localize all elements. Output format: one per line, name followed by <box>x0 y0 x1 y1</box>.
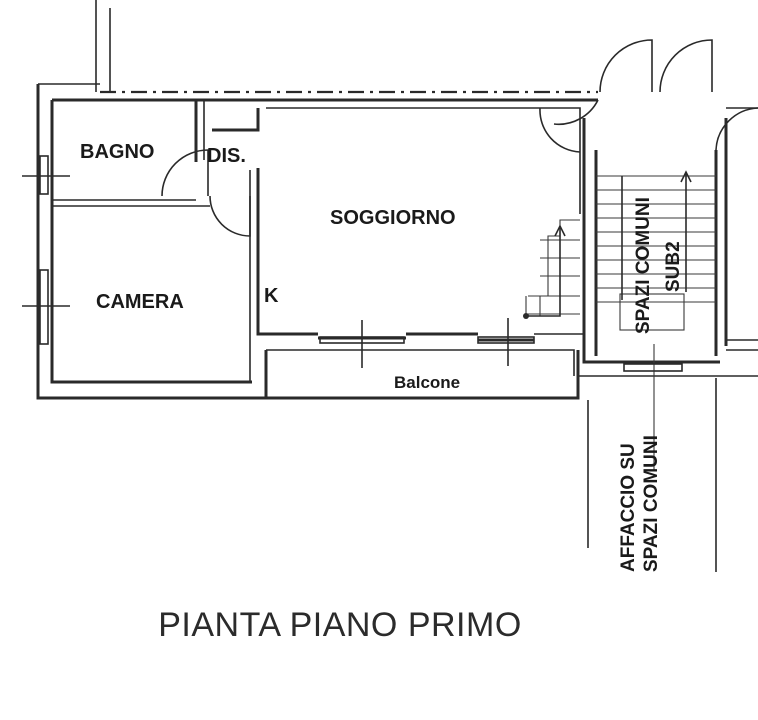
outside-label-line1: AFFACCIO SU <box>618 443 639 572</box>
stair-label-spazi: SPAZI COMUNI <box>633 197 654 334</box>
plan-title: PIANTA PIANO PRIMO <box>158 606 522 644</box>
windows <box>22 155 683 372</box>
doors <box>161 39 758 237</box>
soggiorno-label: SOGGIORNO <box>330 207 456 229</box>
camera-label: CAMERA <box>96 291 184 313</box>
walls <box>36 0 758 572</box>
outside-label-line2: SPAZI COMUNI <box>641 435 662 572</box>
dis-label: DIS. <box>207 145 246 167</box>
balcone-label: Balcone <box>394 373 460 392</box>
kitchen-mark: K <box>264 285 279 307</box>
stair-label-sub2: SUB2 <box>663 241 684 292</box>
stair-treads <box>523 170 716 331</box>
bagno-label: BAGNO <box>80 141 154 163</box>
